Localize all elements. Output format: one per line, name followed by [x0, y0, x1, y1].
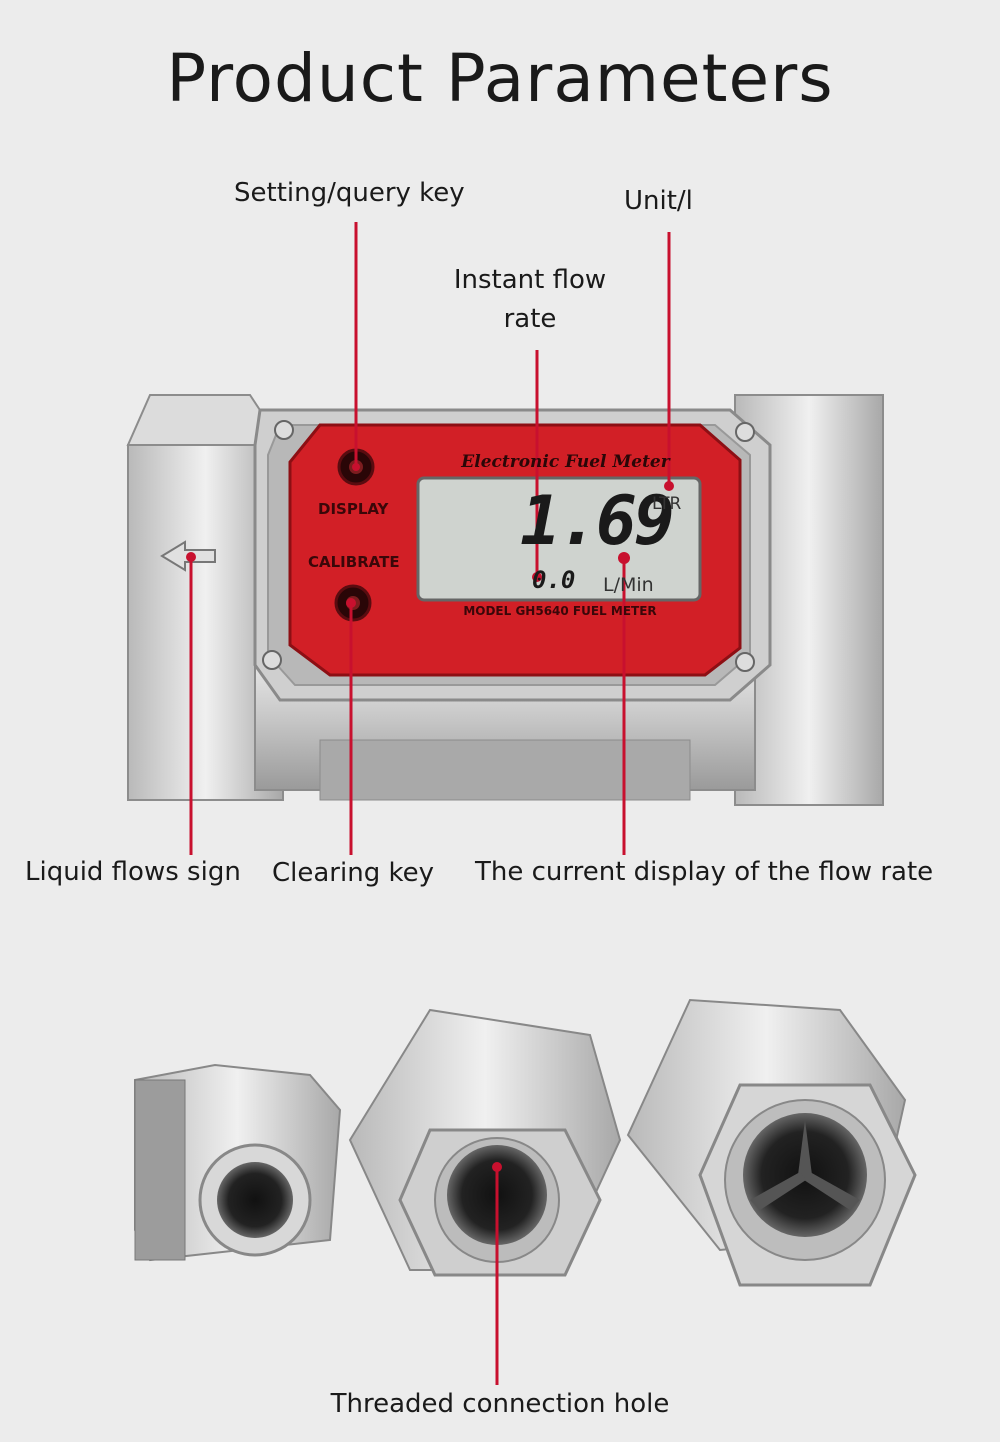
lcd-main-unit: LTR [652, 494, 682, 514]
label-instant-flow-line1: Instant flow [453, 265, 607, 295]
screw-icon [274, 420, 294, 440]
label-setting-key: Setting/query key [234, 178, 465, 208]
fitting-middle [348, 1008, 622, 1277]
meter-brand-text: Electronic Fuel Meter [461, 452, 670, 472]
label-clearing-key: Clearing key [272, 858, 434, 888]
fuel-meter-front [126, 394, 884, 806]
screw-icon [262, 650, 282, 670]
label-threaded-hole: Threaded connection hole [330, 1389, 670, 1419]
label-instant-flow-line2: rate [503, 304, 557, 334]
screw-icon [735, 422, 755, 442]
callout-lines [189, 222, 671, 1385]
lcd-small-unit: L/Min [603, 574, 654, 596]
display-button-label: DISPLAY [318, 500, 389, 518]
lcd-main-reading: 1.69 [520, 482, 675, 561]
label-liquid-flows-sign: Liquid flows sign [25, 857, 241, 887]
screw-icon [735, 652, 755, 672]
meter-model-text: MODEL GH5640 FUEL METER [463, 604, 657, 618]
page-title: Product Parameters [166, 40, 834, 117]
calibrate-button-label: CALIBRATE [308, 553, 400, 571]
fitting-left [134, 1063, 342, 1262]
fitting-right [626, 998, 917, 1287]
label-unit: Unit/l [624, 186, 693, 216]
label-current-display: The current display of the flow rate [475, 857, 934, 887]
lcd-small-reading: 0.0 [532, 566, 576, 594]
